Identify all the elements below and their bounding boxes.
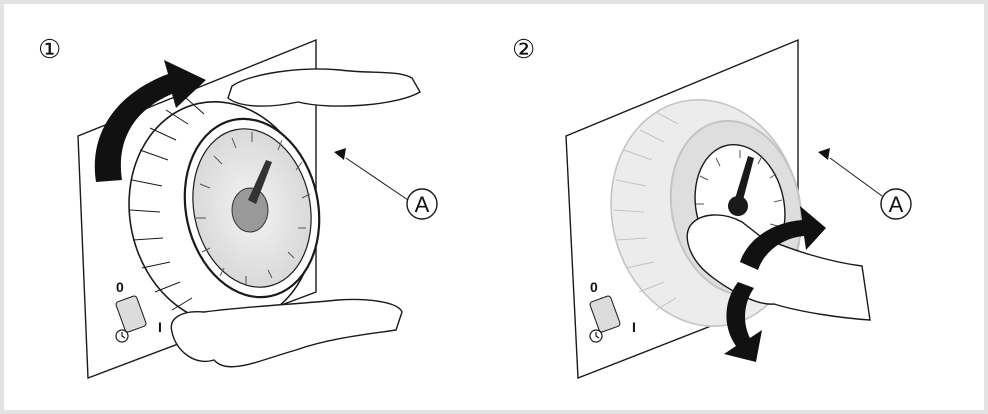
switch-slider <box>115 295 147 333</box>
switch-off-label: 0 <box>590 279 598 295</box>
inner-dial-hub <box>728 196 748 216</box>
callout-label: A <box>889 192 904 217</box>
clock-icon <box>115 329 129 343</box>
dial-ticks <box>196 132 311 286</box>
dial-hub <box>231 187 269 233</box>
callout-pointer-icon <box>334 148 346 160</box>
switch-on-label: I <box>158 319 162 335</box>
mode-switch: 0 I <box>589 279 636 343</box>
switch-slider <box>589 295 621 333</box>
two-way-rotate-arrow-icon <box>724 206 826 362</box>
upper-hand <box>227 68 421 107</box>
callout-line <box>829 157 883 197</box>
pressing-finger <box>686 214 871 321</box>
switch-off-label: 0 <box>116 279 124 295</box>
callout-badge <box>406 188 438 220</box>
lower-hand <box>170 298 403 368</box>
inner-dial-pointer <box>734 156 754 204</box>
callout-pointer-icon <box>818 148 830 160</box>
panel-step-1: ① 0 I <box>38 34 438 379</box>
callout-line <box>345 157 409 201</box>
ring-segments-faded <box>613 111 679 311</box>
dial-pointer <box>248 160 272 204</box>
mode-switch: 0 I <box>115 279 162 343</box>
ring-segments <box>129 97 205 311</box>
clock-icon <box>589 329 603 343</box>
step-2-number: ② <box>512 34 535 64</box>
step-1-number: ① <box>38 34 61 64</box>
callout-label: A <box>415 192 430 217</box>
callout-badge <box>880 188 912 220</box>
switch-on-label: I <box>632 319 636 335</box>
panel-step-2: ② 0 I <box>512 34 912 380</box>
inner-dial-ticks <box>696 150 783 227</box>
clockwise-turn-arrow-icon <box>94 60 206 182</box>
